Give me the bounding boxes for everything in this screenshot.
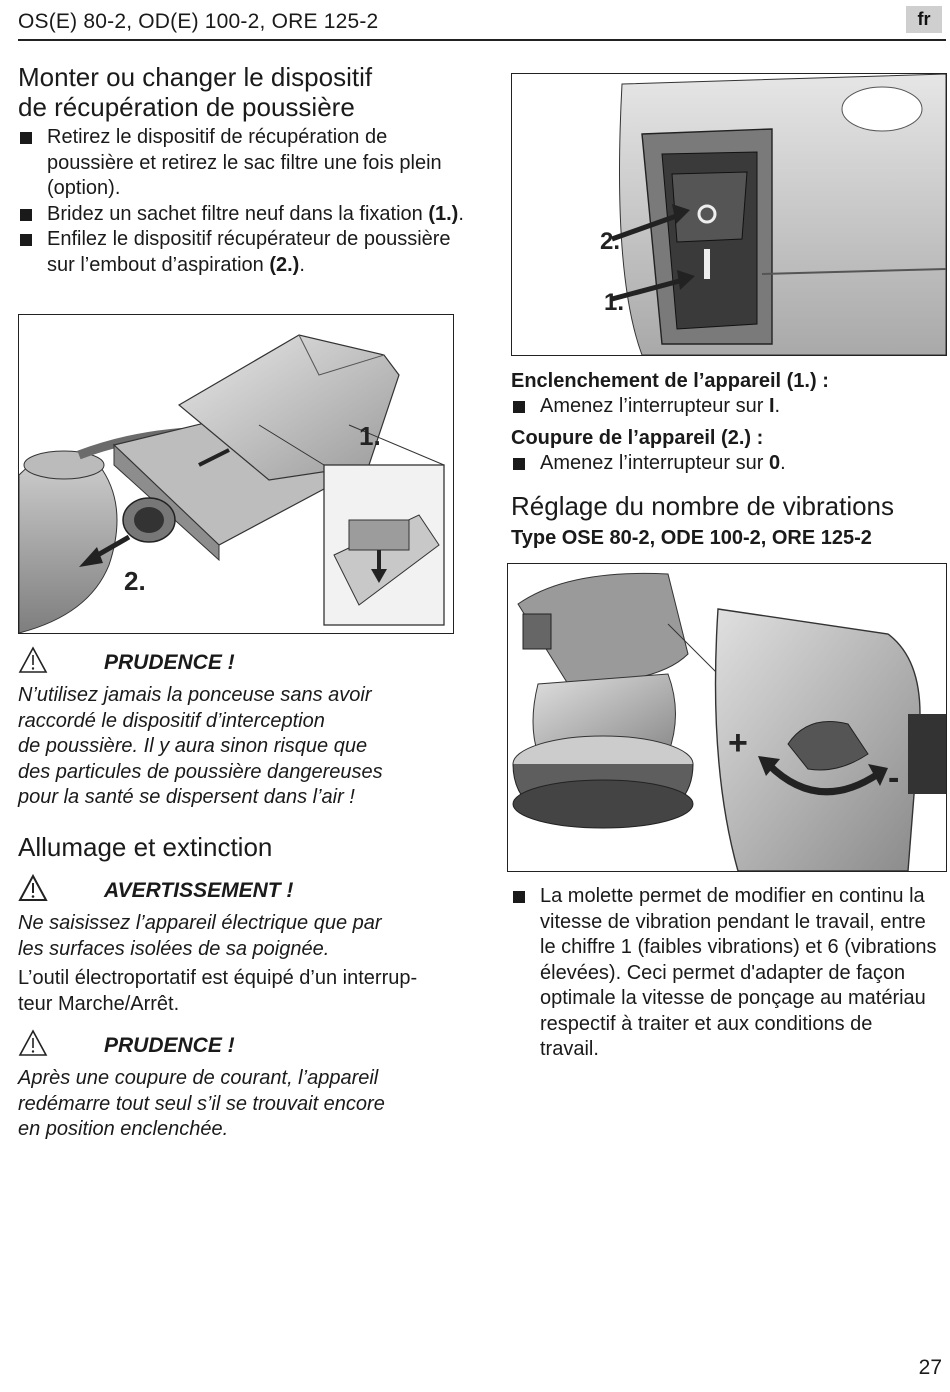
dial-minus-label: - bbox=[888, 759, 899, 797]
vibration-section: Réglage du nombre de vibrations Type OSE… bbox=[511, 491, 945, 551]
caution-line: pour la santé se dispersent dans l’air ! bbox=[18, 786, 355, 808]
caution-line: en position enclenchée. bbox=[18, 1118, 229, 1140]
switch-off-value: 0 bbox=[768, 451, 781, 474]
vibration-bullet-list: La molette permet de modifier en continu… bbox=[511, 884, 945, 1063]
figure-label-2: 2. bbox=[124, 566, 146, 596]
switch-on-value: I bbox=[768, 395, 775, 417]
square-bullet-icon bbox=[513, 891, 525, 903]
vibration-subheading: Type OSE 80-2, ODE 100-2, ORE 125-2 bbox=[511, 527, 872, 549]
warning-triangle-icon bbox=[18, 646, 104, 680]
caution-heading: PRUDENCE ! bbox=[18, 1029, 468, 1063]
caution-line: des particules de poussière dangereuses bbox=[18, 760, 383, 783]
dust-section: Monter ou changer le dispositif de récup… bbox=[18, 62, 468, 278]
bullet-line: travail. bbox=[540, 1038, 599, 1060]
language-badge: fr bbox=[906, 6, 942, 33]
dust-heading-line2: de récupération de poussière bbox=[18, 92, 355, 122]
warning-line: Ne saisissez l’appareil électrique que p… bbox=[18, 912, 382, 934]
square-bullet-icon bbox=[513, 457, 525, 470]
power-heading: Allumage et extinction bbox=[18, 832, 273, 862]
body-line: teur Marche/Arrêt. bbox=[18, 992, 180, 1015]
caution-line: N’utilisez jamais la ponceuse sans avoir bbox=[18, 684, 372, 706]
header-divider bbox=[18, 39, 946, 41]
bullet-line: le chiffre 1 (faibles vibrations) et 6 (… bbox=[540, 936, 937, 958]
vibration-dial-illustration: + - bbox=[512, 572, 946, 871]
bullet-end: . bbox=[780, 451, 786, 474]
bullet-end: . bbox=[299, 253, 305, 276]
dust-heading-line1: Monter ou changer le dispositif bbox=[18, 62, 373, 92]
caution-line: redémarre tout seul s’il se trouvait enc… bbox=[18, 1092, 385, 1115]
switch-figure: 2. 1. bbox=[511, 73, 947, 356]
bullet-end: . bbox=[774, 395, 781, 417]
caution-block-1: PRUDENCE ! N’utilisez jamais la ponceuse… bbox=[18, 646, 468, 811]
figure-label-1: 1. bbox=[604, 289, 624, 316]
vibration-heading: Réglage du nombre de vibrations bbox=[511, 491, 895, 521]
warning-heading: AVERTISSEMENT ! bbox=[18, 873, 468, 908]
dust-extractor-illustration: 1. 2. bbox=[19, 334, 445, 633]
list-item: Amenez l’interrupteur sur 0. bbox=[511, 451, 945, 477]
switch-on-list: Amenez l’interrupteur sur I. bbox=[511, 394, 945, 420]
square-bullet-icon bbox=[20, 132, 32, 144]
figure-label-1: 1. bbox=[359, 421, 381, 451]
switch-off-list: Amenez l’interrupteur sur 0. bbox=[511, 451, 945, 477]
caution-text: N’utilisez jamais la ponceuse sans avoir… bbox=[18, 683, 468, 811]
list-item: Retirez le dispositif de récupération de… bbox=[18, 125, 468, 202]
vibration-dial-figure: + - bbox=[507, 563, 947, 872]
caution-line: raccordé le dispositif d’interception bbox=[18, 709, 325, 732]
square-bullet-icon bbox=[513, 401, 525, 413]
body-line: L’outil électroportatif est équipé d’un … bbox=[18, 967, 418, 989]
dial-plus-label: + bbox=[728, 724, 748, 762]
power-section: Allumage et extinction AVERTISSEMENT ! N… bbox=[18, 832, 468, 1143]
switch-on-heading: Enclenchement de l’appareil (1.) : bbox=[511, 370, 829, 392]
bullet-text: Amenez l’interrupteur sur bbox=[540, 451, 769, 474]
warning-triangle-icon bbox=[18, 1029, 104, 1063]
dust-heading: Monter ou changer le dispositif de récup… bbox=[18, 62, 468, 122]
bullet-text: Retirez le dispositif de récupération de… bbox=[47, 126, 442, 199]
vibration-description: La molette permet de modifier en continu… bbox=[511, 884, 945, 1063]
switch-off-heading: Coupure de l’appareil (2.) : bbox=[511, 426, 764, 449]
bullet-line: respectif à traiter et aux conditions de bbox=[540, 1012, 873, 1035]
bullet-line: optimale la vitesse de ponçage au matéri… bbox=[540, 987, 926, 1009]
square-bullet-icon bbox=[20, 234, 32, 246]
warning-triangle-icon bbox=[18, 873, 104, 908]
bullet-line: élevées). Ceci permet d'adapter de façon bbox=[540, 961, 906, 984]
header-title: OS(E) 80-2, OD(E) 100-2, ORE 125-2 bbox=[18, 10, 379, 33]
warning-text: Ne saisissez l’appareil électrique que p… bbox=[18, 911, 468, 962]
dust-bullet-list: Retirez le dispositif de récupération de… bbox=[18, 125, 468, 278]
bullet-text: Bridez un sachet filtre neuf dans la fix… bbox=[47, 202, 429, 225]
list-item: Bridez un sachet filtre neuf dans la fix… bbox=[18, 202, 468, 228]
switch-info: Enclenchement de l’appareil (1.) : Amene… bbox=[511, 368, 945, 476]
figure-label-2: 2. bbox=[600, 228, 620, 255]
list-item: Amenez l’interrupteur sur I. bbox=[511, 394, 945, 420]
bullet-ref: (2.) bbox=[269, 253, 300, 276]
warning-title: AVERTISSEMENT ! bbox=[104, 879, 294, 902]
caution-heading: PRUDENCE ! bbox=[18, 646, 468, 680]
caution-line: Après une coupure de courant, l’appareil bbox=[18, 1067, 379, 1089]
caution-title: PRUDENCE ! bbox=[104, 1034, 235, 1057]
bullet-text: Amenez l’interrupteur sur bbox=[540, 395, 769, 417]
caution-title: PRUDENCE ! bbox=[104, 651, 235, 674]
list-item: La molette permet de modifier en continu… bbox=[511, 884, 945, 1063]
caution-text: Après une coupure de courant, l’appareil… bbox=[18, 1066, 468, 1143]
caution-line: de poussière. Il y aura sinon risque que bbox=[18, 735, 368, 757]
square-bullet-icon bbox=[20, 208, 32, 221]
list-item: Enfilez le dispositif récupérateur de po… bbox=[18, 227, 468, 278]
switch-description: L’outil électroportatif est équipé d’un … bbox=[18, 966, 468, 1017]
dust-extractor-figure: 1. 2. bbox=[18, 314, 454, 634]
page-number: 27 bbox=[918, 1356, 942, 1379]
bullet-line: vitesse de vibration pendant le travail,… bbox=[540, 910, 926, 933]
warning-line: les surfaces isolées de sa poignée. bbox=[18, 937, 330, 960]
switch-illustration: 2. 1. bbox=[600, 74, 946, 355]
bullet-ref: (1.) bbox=[428, 202, 459, 225]
bullet-text: Enfilez le dispositif récupérateur de po… bbox=[47, 228, 451, 276]
bullet-line: La molette permet de modifier en continu… bbox=[540, 885, 925, 907]
bullet-end: . bbox=[458, 202, 464, 225]
